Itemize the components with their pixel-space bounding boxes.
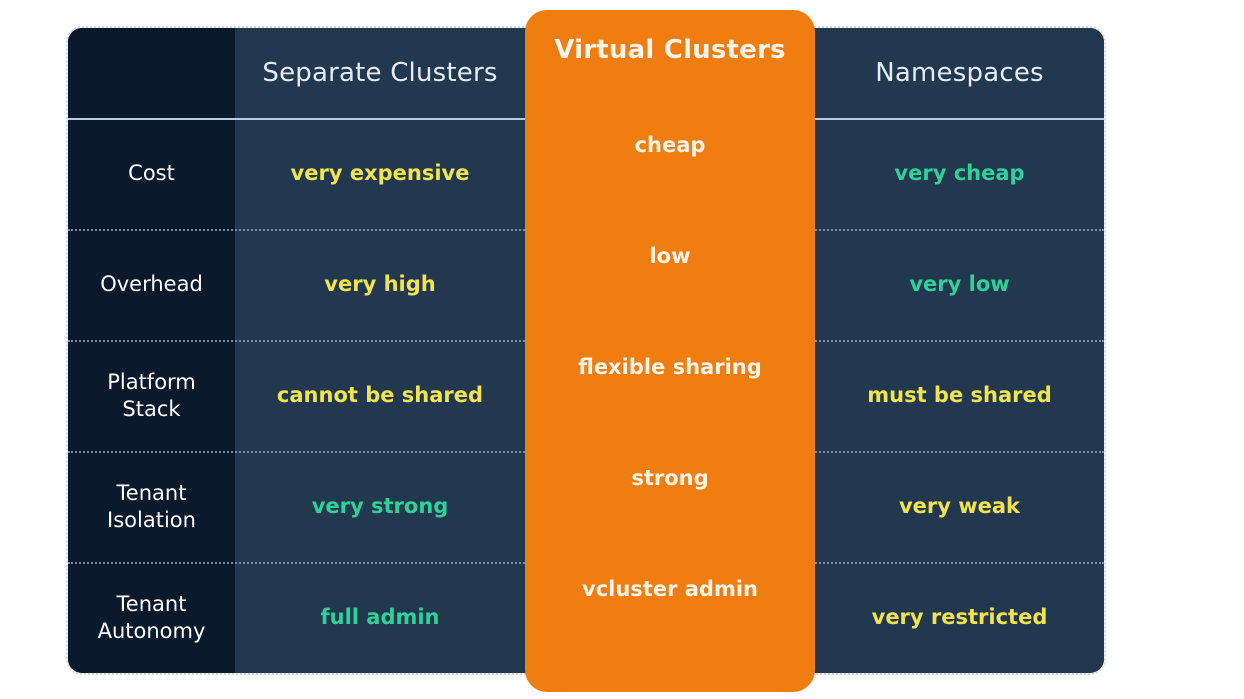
cell-tenant-isolation-virtual-clusters: strong (631, 466, 709, 491)
cell-overhead-virtual-clusters: low (649, 244, 691, 269)
row-label-tenant-isolation: Tenant Isolation (107, 480, 196, 532)
cell-overhead-namespaces: very low (909, 272, 1010, 297)
header-corner-cell (68, 28, 235, 118)
row-label-cost: Cost (128, 161, 175, 186)
column-band-namespaces (815, 28, 1104, 673)
cell-tenant-autonomy-namespaces: very restricted (871, 605, 1048, 630)
row-label-platform-stack: Platform Stack (107, 369, 196, 421)
row-label-overhead: Overhead (100, 272, 203, 297)
cell-tenant-isolation-namespaces: very weak (898, 494, 1021, 519)
cell-platform-stack-virtual-clusters: flexible sharing (578, 355, 762, 380)
cell-cost-separate-clusters: very expensive (290, 161, 470, 186)
cell-platform-stack-separate-clusters: cannot be shared (276, 383, 484, 408)
comparison-grid: Separate Clusters Namespaces Cost very e… (68, 28, 1104, 673)
column-header-virtual-clusters: Virtual Clusters (554, 35, 786, 65)
column-band-separate-clusters (235, 28, 525, 673)
row-label-tenant-autonomy: Tenant Autonomy (97, 591, 206, 643)
cell-overhead-separate-clusters: very high (324, 272, 436, 297)
column-header-namespaces: Namespaces (875, 58, 1044, 88)
cell-tenant-autonomy-virtual-clusters: vcluster admin (582, 577, 758, 602)
cell-platform-stack-namespaces: must be shared (867, 383, 1052, 408)
cell-tenant-isolation-separate-clusters: very strong (311, 494, 449, 519)
cell-cost-namespaces: very cheap (894, 161, 1025, 186)
highlight-column-virtual-clusters: Virtual Clusters cheap low flexible shar… (525, 10, 815, 692)
cell-cost-virtual-clusters: cheap (634, 133, 706, 158)
cell-tenant-autonomy-separate-clusters: full admin (320, 605, 440, 630)
column-band-row-labels (68, 28, 235, 673)
column-header-separate-clusters: Separate Clusters (262, 58, 498, 88)
